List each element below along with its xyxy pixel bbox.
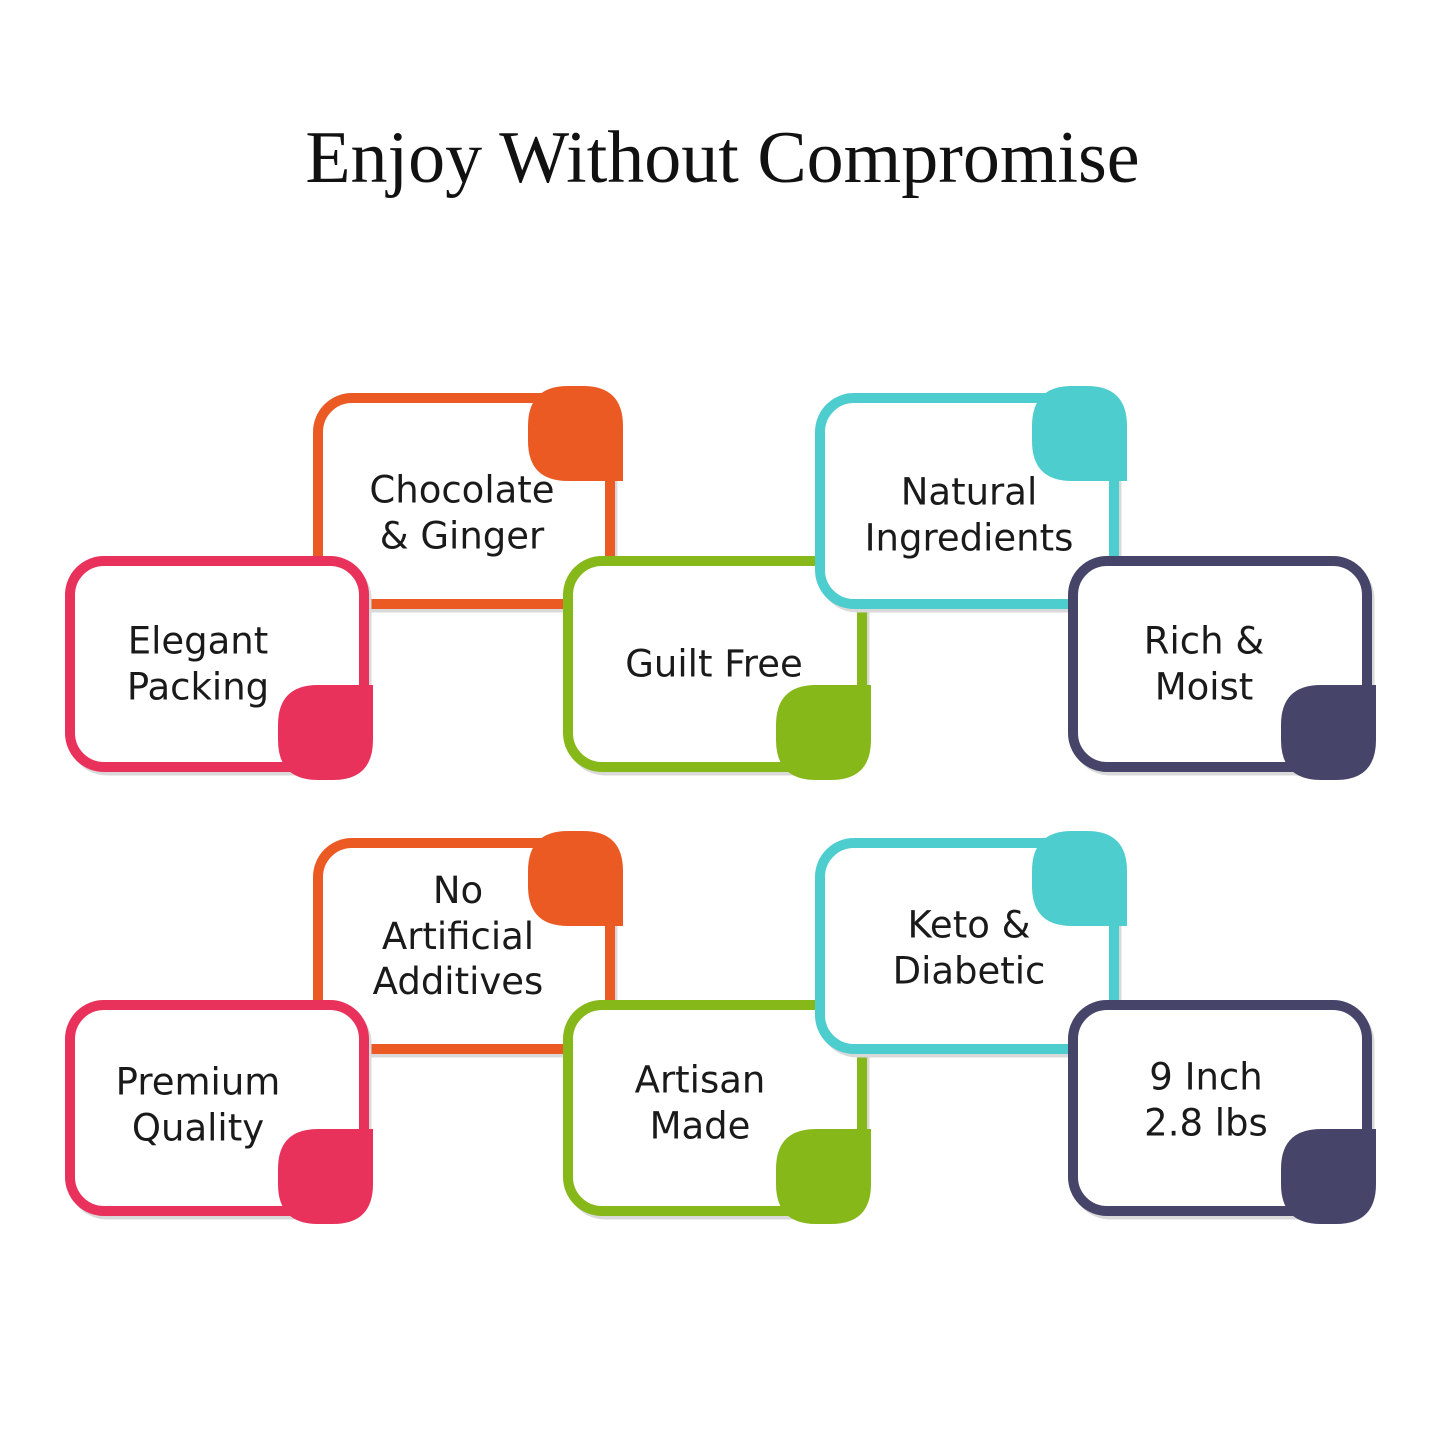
label-keto-diabetic: Keto &Diabetic: [829, 903, 1109, 994]
card-premium-quality: [65, 1000, 373, 1224]
leaf-corner-icon: [1281, 685, 1376, 780]
label-chocolate-ginger: Chocolate& Ginger: [322, 468, 602, 559]
label-line: Moist: [1154, 665, 1254, 708]
label-rich-moist: Rich &Moist: [1064, 619, 1344, 710]
leaf-corner-icon: [278, 685, 373, 780]
card-rich-moist: [1068, 556, 1376, 780]
label-line: Ingredients: [864, 516, 1074, 559]
label-line: Guilt Free: [625, 642, 803, 686]
label-line: Premium: [115, 1060, 281, 1104]
card-guilt-free: [563, 556, 871, 780]
card-elegant-packing: [65, 556, 373, 780]
label-line: 2.8 lbs: [1144, 1101, 1268, 1144]
label-line: Made: [649, 1104, 751, 1147]
leaf-corner-icon: [1281, 1129, 1376, 1224]
page-title: Enjoy Without Compromise: [305, 117, 1140, 199]
card-natural-ingredients: [815, 386, 1127, 613]
label-line: Artificial: [381, 914, 535, 958]
label-line: Elegant: [127, 619, 269, 663]
leaf-corner-icon: [528, 831, 623, 926]
leaf-corner-icon: [776, 685, 871, 780]
leaf-corner-icon: [776, 1129, 871, 1224]
leaf-corner-icon: [528, 386, 623, 481]
card-9-inch-2-8-lbs: [1068, 1000, 1376, 1224]
label-line: Chocolate: [369, 468, 555, 512]
label-line: Natural: [900, 470, 1038, 514]
card-chocolate-ginger: [313, 386, 623, 613]
label-line: Rich &: [1143, 619, 1265, 663]
label-guilt-free: Guilt Free: [574, 641, 854, 687]
leaf-corner-icon: [1032, 386, 1127, 481]
card-keto-diabetic: [815, 831, 1127, 1058]
label-line: Artisan: [634, 1058, 766, 1102]
label-line: 9 Inch: [1149, 1055, 1263, 1099]
label-line: No: [432, 868, 484, 912]
label-line: Quality: [131, 1106, 265, 1149]
card-no-artificial-additives: [313, 831, 623, 1058]
card-artisan-made: [563, 1000, 871, 1224]
label-line: Additives: [372, 959, 544, 1003]
label-line: Diabetic: [892, 949, 1046, 992]
label-line: Packing: [126, 665, 270, 708]
leaf-corner-icon: [278, 1129, 373, 1224]
label-line: Keto &: [907, 903, 1031, 947]
leaf-corner-icon: [1032, 831, 1127, 926]
label-line: & Ginger: [379, 514, 545, 557]
